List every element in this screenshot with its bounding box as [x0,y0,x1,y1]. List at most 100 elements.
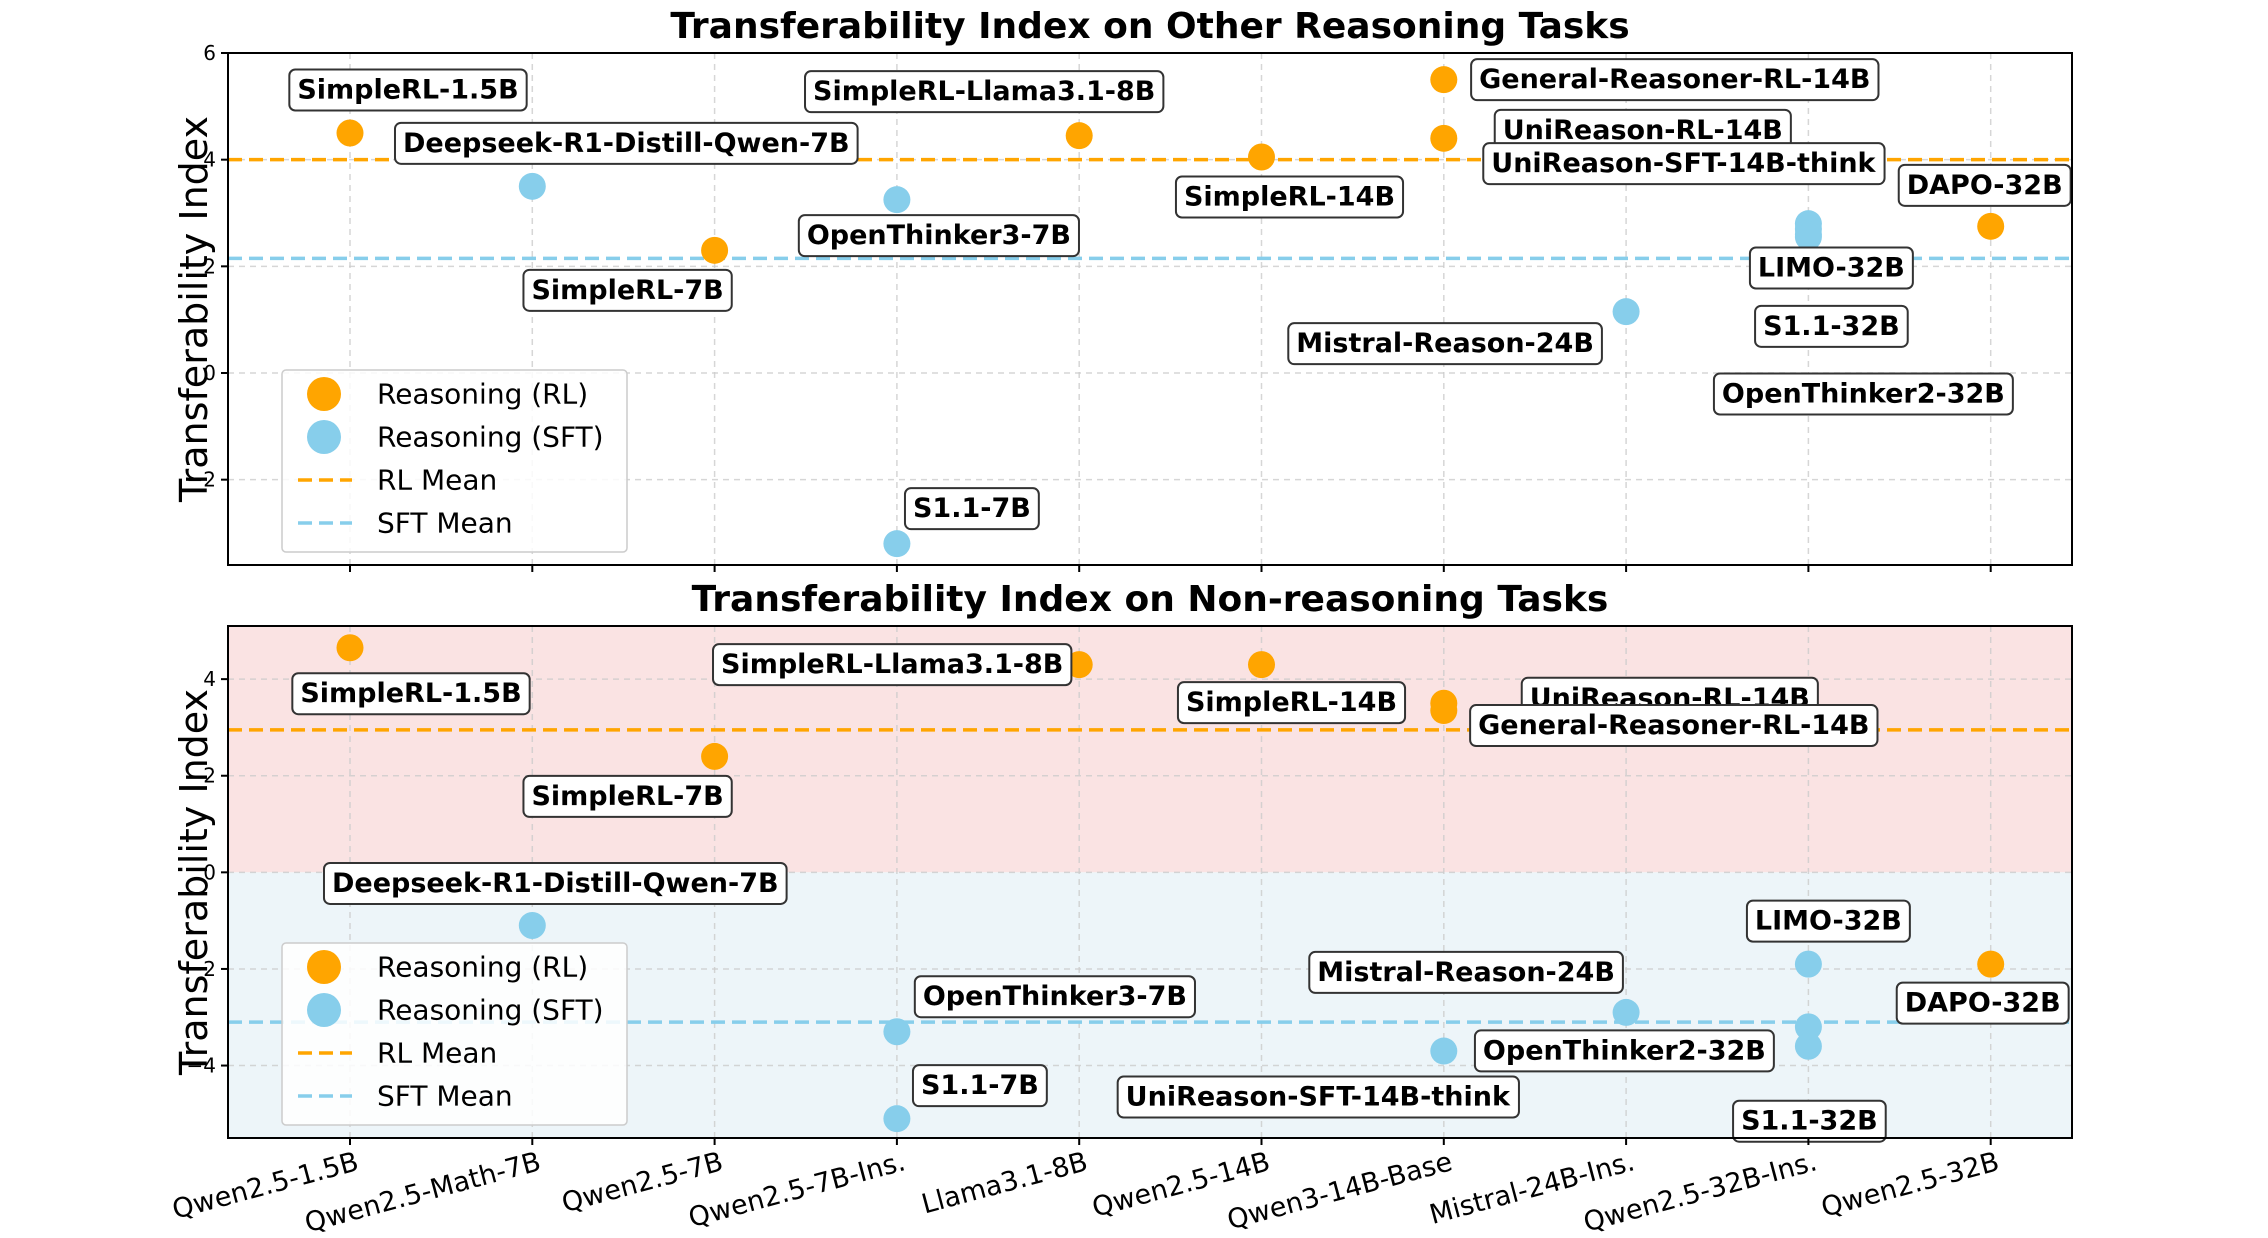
annotation-text: S1.1-32B [1741,1106,1878,1137]
bottom-y-axis-label: Transferability Index [172,689,216,1076]
bottom-annotation-simplerl-7b: SimpleRL-7B [522,774,733,818]
top-annotation-s1-1-7b: S1.1-7B [903,487,1040,531]
annotation-text: DAPO-32B [1907,170,2063,201]
annotation-box [1754,304,1909,348]
bottom-positive-region [228,626,2072,873]
annotation-box [288,68,528,112]
top-ytick-label: 0 [203,361,216,385]
bottom-point-simplerl-llama3-1-8b [1065,651,1093,679]
bottom-point-unireason-sft-14b-think [1430,1037,1458,1065]
bottom-legend-sft-mean-label: SFT Mean [377,1080,513,1113]
bottom-point-openthinker2-32b [1794,1013,1822,1041]
top-annotation-unireason-rl-14b: UniReason-RL-14B [1493,108,1792,152]
top-annotation-unireason-sft-14b-think: UniReason-SFT-14B-think [1482,142,1886,186]
annotation-box [1897,163,2072,207]
annotation-text: SimpleRL-1.5B [297,75,518,106]
bottom-annotation-simplerl-14b: SimpleRL-14B [1176,681,1407,725]
annotation-box [393,121,859,165]
bottom-annotation-openthinker2-32b: OpenThinker2-32B [1473,1029,1775,1073]
bottom-subplot: SimpleRL-1.5B SimpleRL-7B SimpleRL-Llama3.… [172,579,2073,1145]
annotation-text: SimpleRL-7B [531,781,723,812]
top-ytick-label: −2 [187,468,216,492]
x-label-llama3-1-8b: Llama3.1-8B [918,1146,1091,1220]
annotation-box [291,672,531,716]
top-annotation-general-reasoner-rl-14b: General-Reasoner-RL-14B [1470,58,1880,102]
top-points [336,66,2005,558]
top-legend-sft-mean-label: SFT Mean [377,507,513,540]
annotation-text: SimpleRL-Llama3.1-8B [813,76,1155,107]
annotation-text: UniReason-RL-14B [1503,115,1783,146]
annotation-box [1470,58,1880,102]
bottom-x-ticks [349,1138,1992,1145]
annotation-text: SimpleRL-1.5B [300,678,521,709]
top-annotation-dapo-32b: DAPO-32B [1897,163,2072,207]
bottom-ytick-label: 2 [203,764,216,788]
annotation-text: SimpleRL-7B [531,275,723,306]
annotation-text: Mistral-Reason-24B [1296,328,1594,359]
annotation-text: S1.1-32B [1763,311,1900,342]
bottom-point-deepseek-r1-distill-qwen-7b [518,911,546,939]
top-legend-rl-points-label: Reasoning (RL) [377,378,588,411]
bottom-legend-rl-mean-label: RL Mean [377,1037,497,1070]
bottom-point-dapo-32b [1977,950,2005,978]
bottom-legend-box [281,942,628,1126]
annotation-box [1308,950,1624,994]
annotation-text: General-Reasoner-RL-14B [1478,710,1869,741]
annotation-box [913,975,1196,1019]
annotation-text: General-Reasoner-RL-14B [1479,64,1870,95]
annotation-text: UniReason-SFT-14B-think [1491,148,1876,179]
bottom-point-mistral-reason-24b [1612,998,1640,1026]
annotation-box [712,643,1073,687]
top-x-ticks [349,565,1992,572]
annotation-box [1482,142,1886,186]
bottom-ytick-label: 4 [203,667,216,691]
annotation-text: Deepseek-R1-Distill-Qwen-7B [403,128,850,159]
top-annotation-simplerl-1-5b: SimpleRL-1.5B [288,68,528,112]
bottom-point-limo-32b [1794,950,1822,978]
annotation-text: LIMO-32B [1758,253,1905,284]
top-annotation-simplerl-14b: SimpleRL-14B [1174,175,1405,219]
annotation-box [1176,681,1407,725]
bottom-point-s1-1-32b [1794,1032,1822,1060]
top-point-simplerl-1-5b [336,119,364,147]
annotation-box [911,1064,1048,1108]
annotation-text: SimpleRL-14B [1184,182,1395,213]
top-point-deepseek-r1-distill-qwen-7b [518,172,546,200]
top-y-axis-label: Transferability Index [172,116,216,503]
top-annotation-simplerl-llama3-1-8b: SimpleRL-Llama3.1-8B [804,70,1165,114]
bottom-annotation-dapo-32b: DAPO-32B [1895,981,2070,1025]
bottom-ytick-label: 0 [203,860,216,884]
top-annotation-simplerl-7b: SimpleRL-7B [522,268,733,312]
bottom-annotation-simplerl-llama3-1-8b: SimpleRL-Llama3.1-8B [712,643,1073,687]
bottom-annotations: SimpleRL-1.5B SimpleRL-7B SimpleRL-Llama3.… [291,643,2070,1143]
top-point-simplerl-llama3-1-8b [1065,122,1093,150]
annotation-box [903,487,1040,531]
annotation-box [1174,175,1405,219]
bottom-legend-rl-points-label: Reasoning (RL) [377,951,588,984]
annotation-box [804,70,1165,114]
annotation-text: DAPO-32B [1905,988,2061,1019]
top-subplot: SimpleRL-1.5B SimpleRL-7B SimpleRL-Llama3.… [172,6,2073,572]
top-point-s1-1-7b [883,530,911,558]
bottom-ytick-label: −4 [187,1054,216,1078]
bottom-chart-title: Transferability Index on Non-reasoning T… [692,579,1609,620]
bottom-point-simplerl-1-5b [336,634,364,662]
annotation-text: UniReason-SFT-14B-think [1126,1082,1511,1113]
top-annotation-s1-1-32b: S1.1-32B [1754,304,1909,348]
bottom-point-simplerl-7b [701,742,729,770]
annotation-box [1895,981,2070,1025]
annotation-text: S1.1-7B [913,493,1031,524]
top-point-mistral-reason-24b [1612,298,1640,326]
bottom-legend-rl-points-marker [307,950,341,984]
annotation-text: Mistral-Reason-24B [1317,957,1615,988]
bottom-annotation-openthinker3-7b: OpenThinker3-7B [913,975,1196,1019]
top-ytick-label: 4 [203,148,216,172]
bottom-annotation-mistral-reason-24b: Mistral-Reason-24B [1308,950,1624,994]
annotation-text: SimpleRL-Llama3.1-8B [721,649,1063,680]
top-point-unireason-rl-14b [1430,124,1458,152]
top-annotation-limo-32b: LIMO-32B [1748,246,1914,290]
top-annotation-openthinker2-32b: OpenThinker2-32B [1712,372,2014,416]
annotation-box [1469,704,1879,748]
